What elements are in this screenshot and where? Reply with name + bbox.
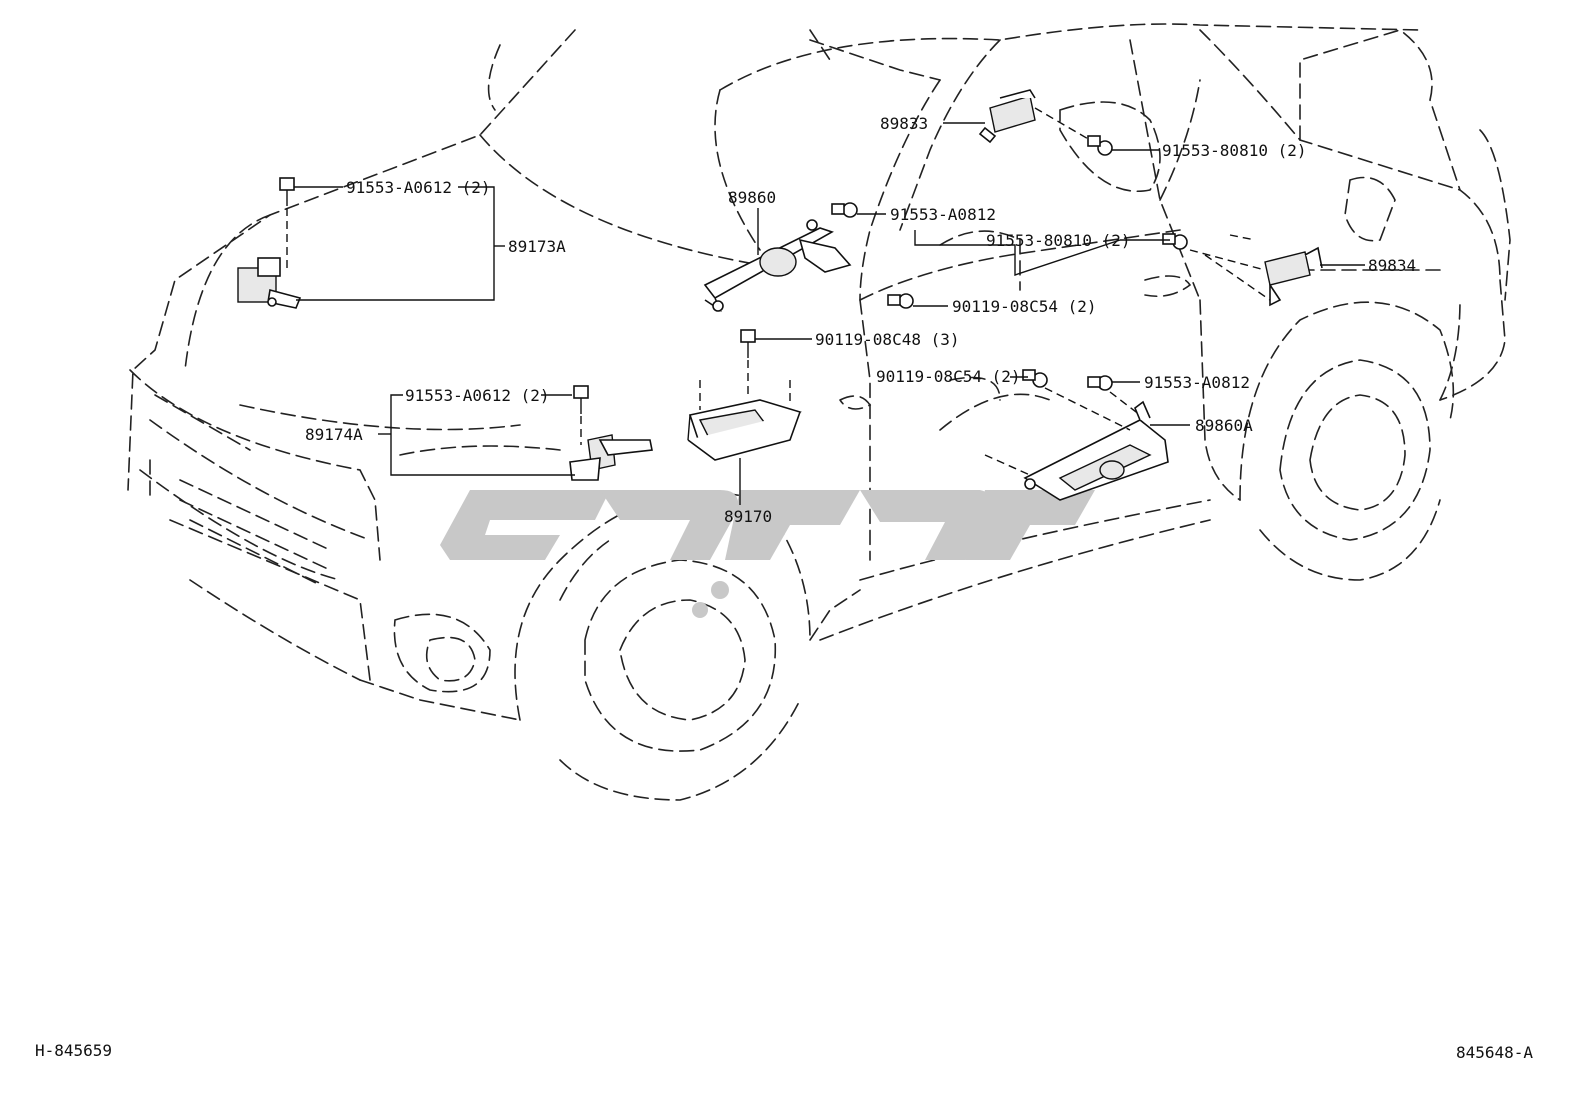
- footer-left-code: H-845659: [35, 1041, 112, 1060]
- label-91553-A0612-left: 91553-A0612 (2): [405, 386, 550, 405]
- label-90119-08C54-low: 90119-08C54 (2): [876, 367, 1021, 386]
- bolt-90119-08C54-top-icon: [887, 293, 914, 309]
- leader-lines: [294, 122, 1365, 505]
- watermark-logo: [440, 490, 1095, 618]
- part-89860-bracket: [703, 219, 852, 313]
- part-89170-ecu: [687, 399, 802, 461]
- footer-right-code: 845648-A: [1456, 1043, 1533, 1062]
- bolt-91553-A0812-top-icon: [831, 202, 858, 218]
- label-89173A: 89173A: [508, 237, 566, 256]
- label-89170: 89170: [724, 507, 772, 526]
- label-91553-80810-mid: 91553-80810 (2): [986, 231, 1131, 250]
- label-90119-08C48: 90119-08C48 (3): [815, 330, 960, 349]
- bolt-91553-80810-mid-icon: [1162, 233, 1188, 250]
- bolt-90119-08C54-low-icon: [1022, 369, 1048, 388]
- bolt-91553-A0812-low-icon: [1087, 375, 1113, 391]
- label-91553-A0612-top: 91553-A0612 (2): [346, 178, 491, 197]
- label-90119-08C54-top: 90119-08C54 (2): [952, 297, 1097, 316]
- label-89834: 89834: [1368, 256, 1416, 275]
- bolt-91553-80810-top-icon: [1087, 135, 1113, 156]
- part-89174A-sensor: [569, 434, 653, 481]
- label-89860: 89860: [728, 188, 776, 207]
- part-89860A-bracket: [1023, 400, 1169, 501]
- part-89833-sensor: [978, 89, 1091, 144]
- bolt-91553-A0612-left-icon: [573, 385, 589, 414]
- label-91553-80810-top: 91553-80810 (2): [1162, 141, 1307, 160]
- part-89173A-sensor: [237, 257, 302, 309]
- label-89860A: 89860A: [1195, 416, 1253, 435]
- callout-labels: 89833 91553-80810 (2) 91553-A0612 (2) 89…: [305, 114, 1416, 526]
- part-89834-sensor: [1264, 246, 1323, 307]
- label-91553-A0812-top: 91553-A0812: [890, 205, 996, 224]
- label-89174A: 89174A: [305, 425, 363, 444]
- label-91553-A0812-low: 91553-A0812: [1144, 373, 1250, 392]
- label-89833: 89833: [880, 114, 928, 133]
- bolt-90119-08C48-icon: [740, 329, 756, 358]
- bolt-91553-A0612-top-icon: [279, 177, 295, 206]
